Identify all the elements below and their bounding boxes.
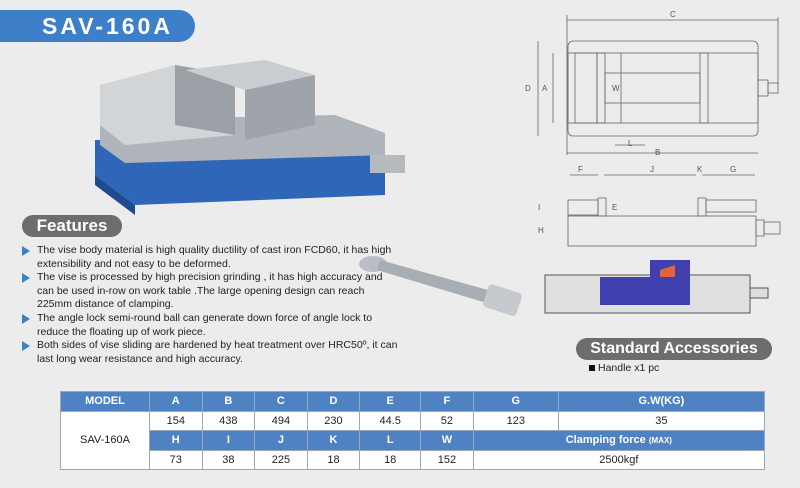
handle-photo [359,256,522,316]
header-clamping-force: Clamping force (MAX) [472,430,766,451]
value-a: 154 [149,410,203,431]
header-w: W [420,430,474,451]
model-cell: SAV-160A [60,410,150,470]
bullet-triangle-icon [22,341,30,352]
feature-item: Both sides of vise sliding are hardened … [22,339,402,366]
header-h: H [149,430,203,451]
bullet-triangle-icon [22,313,30,324]
dim-label-g: G [730,165,736,174]
header-a: A [149,391,203,412]
dim-label-i: I [538,203,540,212]
value-b: 438 [201,410,256,431]
dim-label-j: J [650,165,654,174]
section-view-drawing [544,260,769,314]
header-b: B [201,391,256,412]
vise-photo [95,60,405,215]
table-row: 73 38 225 18 18 152 2500kgf [61,449,766,470]
header-d: D [306,391,361,412]
features-list: The vise body material is high quality d… [22,244,402,366]
table-row: SAV-160A 154 438 494 230 44.5 52 123 35 [60,410,766,470]
dim-label-l: L [628,139,633,148]
dim-label-a: A [542,84,548,93]
bullet-triangle-icon [22,273,30,284]
bullet-square-icon [589,365,595,371]
feature-item: The vise body material is high quality d… [22,244,402,271]
dim-label-w: W [612,84,620,93]
header-f: F [420,391,474,412]
dim-label-d: D [525,84,531,93]
dim-label-c: C [670,10,676,19]
dim-label-f: F [578,165,583,174]
header-gw: G.W(KG) [557,391,766,412]
header-l: L [359,430,422,451]
header-j: J [254,430,308,451]
value-g: 123 [472,410,559,431]
top-view-drawing: C D A W L B [525,10,779,157]
spec-table: MODEL A B C D E F G G.W(KG) SAV-160A 154… [60,391,766,470]
value-c: 494 [254,410,308,431]
dim-label-k: K [697,165,703,174]
dim-label-e: E [612,203,617,212]
value-gw: 35 [557,410,766,431]
value-d: 230 [306,410,361,431]
value-w: 152 [420,449,474,470]
feature-item: The vise is processed by high precision … [22,271,402,312]
features-heading: Features [22,215,122,237]
product-title: SAV-160A [0,10,195,42]
value-k: 18 [306,449,361,470]
value-i: 38 [201,449,256,470]
value-j: 225 [254,449,308,470]
header-g: G [472,391,559,412]
header-c: C [254,391,308,412]
bullet-triangle-icon [22,246,30,256]
accessories-heading: Standard Accessories [576,338,772,360]
header-e: E [359,391,422,412]
value-clamping-force: 2500kgf [472,449,766,470]
table-header-row: H I J K L W Clamping force (MAX) [61,430,766,451]
accessory-item: Handle x1 pc [589,362,659,374]
dim-label-h: H [538,226,544,235]
value-f: 52 [420,410,474,431]
header-model: MODEL [60,391,150,412]
table-header-row: MODEL A B C D E F G G.W(KG) [60,391,766,412]
feature-item: The angle lock semi-round ball can gener… [22,312,402,339]
value-e: 44.5 [359,410,422,431]
side-view-drawing: F J K G I E H [538,165,781,247]
header-k: K [306,430,361,451]
header-i: I [201,430,256,451]
value-h: 73 [149,449,203,470]
value-l: 18 [359,449,422,470]
dim-label-b: B [655,148,660,157]
